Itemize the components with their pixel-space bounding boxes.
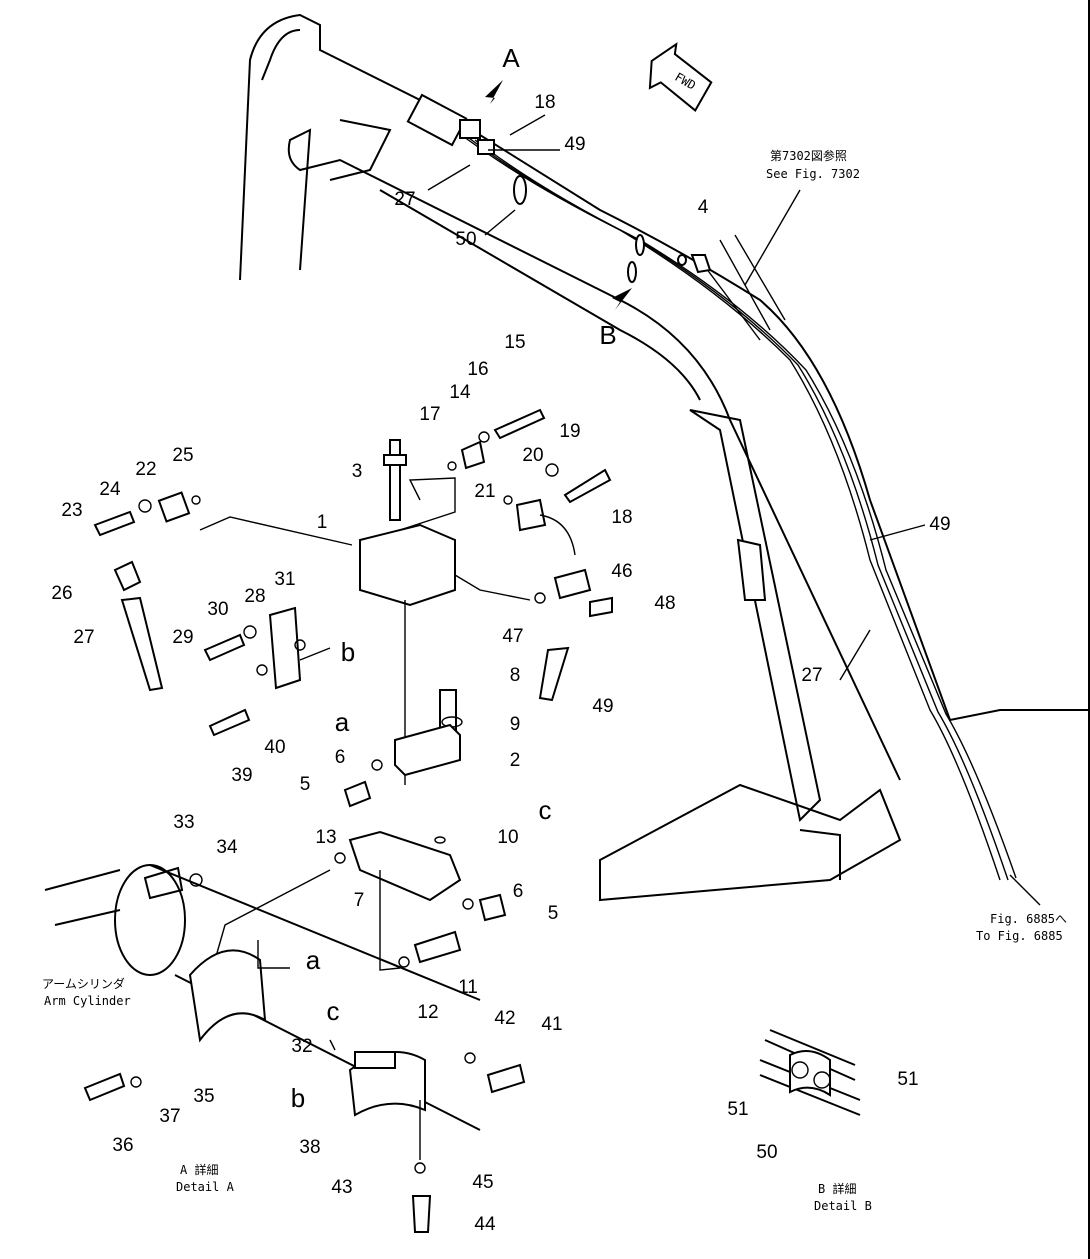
callout-A: A (502, 43, 520, 73)
callout-30: 30 (207, 599, 228, 620)
callout-39: 39 (231, 765, 252, 786)
callout-21: 21 (474, 481, 495, 502)
callout-5: 5 (300, 774, 311, 795)
callout-22: 22 (135, 459, 156, 480)
callout-B: B (599, 320, 616, 350)
callout-8: 8 (510, 665, 521, 686)
callout-6: 6 (335, 747, 346, 768)
callout-25: 25 (172, 445, 193, 466)
callout-49: 49 (564, 134, 585, 155)
leader-lines (427, 114, 1041, 906)
callout-35: 35 (193, 1086, 214, 1107)
callout-48: 48 (654, 593, 675, 614)
to-fig-jp: Fig. 6885へ (990, 912, 1067, 926)
to-fig-en: To Fig. 6885 (976, 929, 1063, 943)
callout-6: 6 (513, 881, 524, 902)
detail-b-clamp (759, 1029, 861, 1116)
callout-a: a (335, 707, 350, 737)
callout-4: 4 (698, 197, 709, 218)
callout-42: 42 (494, 1008, 515, 1029)
callout-26: 26 (51, 583, 72, 604)
callout-17: 17 (419, 404, 440, 425)
arm-cylinder-en: Arm Cylinder (44, 994, 131, 1008)
callout-27: 27 (801, 665, 822, 686)
callout-51: 51 (897, 1069, 918, 1090)
callout-51: 51 (727, 1099, 748, 1120)
detail-a-jp: A 詳細 (180, 1162, 218, 1177)
detail-b-jp: B 詳細 (818, 1181, 856, 1196)
callout-14: 14 (449, 382, 471, 403)
callout-1: 1 (317, 512, 328, 533)
see-fig-en: See Fig. 7302 (766, 167, 860, 181)
callout-b: b (341, 637, 355, 667)
callout-11: 11 (458, 977, 478, 998)
callout-labels: A184927504B15161417319202118125222423263… (51, 43, 950, 1235)
see-fig-jp: 第7302図参照 (770, 148, 847, 163)
callout-10: 10 (497, 827, 518, 848)
view-a-arrow-icon (485, 80, 503, 104)
fwd-arrow-icon: FWD (648, 42, 713, 112)
callout-c: c (539, 795, 552, 825)
detail-a-en: Detail A (176, 1180, 235, 1194)
callout-29: 29 (172, 627, 193, 648)
callout-15: 15 (504, 332, 525, 353)
callout-50: 50 (455, 229, 476, 250)
callout-7: 7 (354, 890, 365, 911)
callout-20: 20 (522, 445, 543, 466)
callout-41: 41 (541, 1014, 562, 1035)
callout-50: 50 (756, 1142, 777, 1163)
callout-31: 31 (274, 569, 295, 590)
callout-18: 18 (611, 507, 632, 528)
callout-37: 37 (159, 1106, 180, 1127)
callout-44: 44 (474, 1214, 496, 1235)
callout-23: 23 (61, 500, 82, 521)
valve-assembly-top (406, 93, 712, 283)
callout-27: 27 (73, 627, 94, 648)
callout-40: 40 (264, 737, 285, 758)
frame-border (1088, 0, 1090, 1259)
callout-28: 28 (244, 586, 265, 607)
callout-a: a (306, 945, 321, 975)
callout-5: 5 (548, 903, 559, 924)
exploded-parts (93, 408, 613, 971)
callout-45: 45 (472, 1172, 493, 1193)
callout-49: 49 (929, 514, 950, 535)
callout-36: 36 (112, 1135, 133, 1156)
callout-19: 19 (559, 421, 580, 442)
callout-9: 9 (510, 714, 521, 735)
callout-33: 33 (173, 812, 194, 833)
callout-18: 18 (534, 92, 555, 113)
arm-cylinder-jp: アームシリンダ (42, 976, 125, 991)
callout-38: 38 (299, 1137, 320, 1158)
callout-13: 13 (315, 827, 336, 848)
callout-2: 2 (510, 750, 521, 771)
view-b-arrow-icon (612, 288, 632, 310)
callout-24: 24 (99, 479, 121, 500)
callout-16: 16 (467, 359, 488, 380)
callout-12: 12 (417, 1002, 438, 1023)
callout-3: 3 (352, 461, 363, 482)
callout-32: 32 (291, 1036, 312, 1057)
arm-cylinder (44, 864, 526, 1233)
detail-b-en: Detail B (814, 1199, 872, 1213)
callout-46: 46 (611, 561, 632, 582)
callout-49: 49 (592, 696, 613, 717)
callout-47: 47 (502, 626, 523, 647)
callout-27: 27 (394, 189, 415, 210)
callout-34: 34 (216, 837, 238, 858)
callout-c: c (327, 996, 340, 1026)
callout-43: 43 (331, 1177, 352, 1198)
callout-b: b (291, 1083, 305, 1113)
boom-outline (239, 13, 1088, 902)
